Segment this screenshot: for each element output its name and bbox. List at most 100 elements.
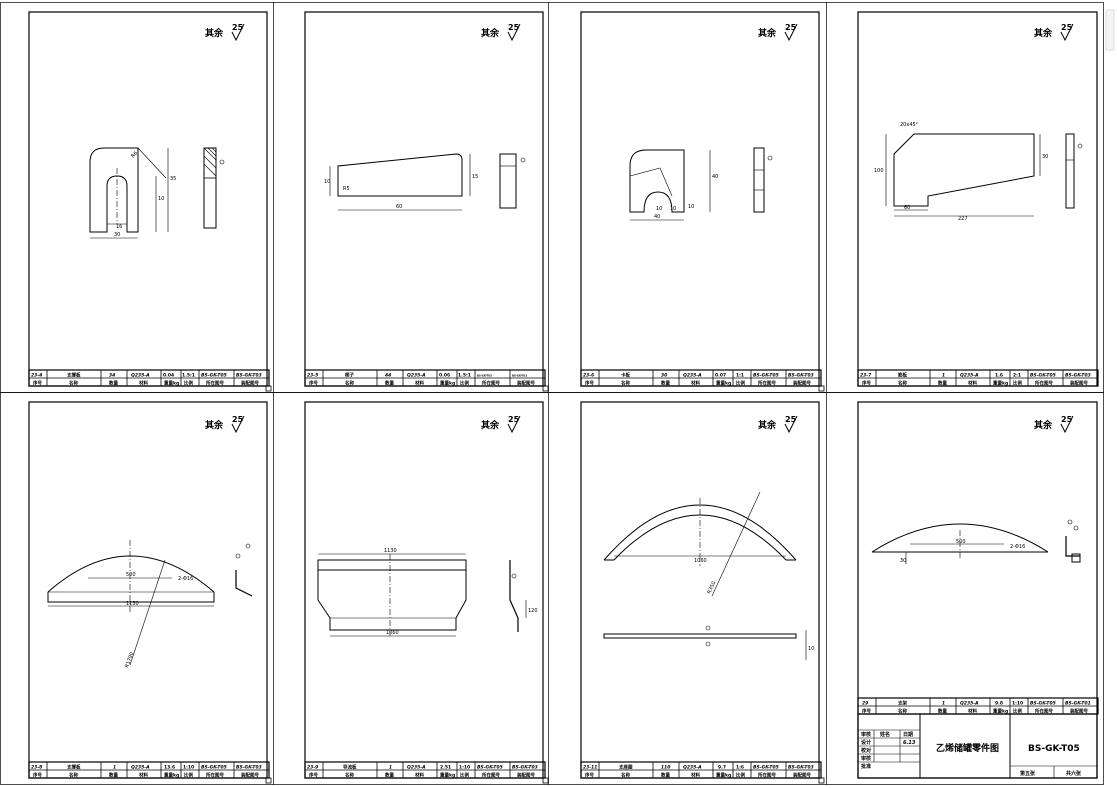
row-seq: 23-7	[860, 373, 872, 379]
header-seq: 序号	[32, 380, 42, 387]
row-assembly-no: BS-GK-T03	[788, 765, 814, 771]
drawing-title: 乙烯储罐零件图	[936, 742, 999, 754]
col-label-date: 日期	[903, 731, 913, 738]
row-qty: 1	[942, 373, 945, 379]
dim-text: 16	[116, 224, 122, 230]
roughness-label: 其余	[481, 419, 500, 431]
dim-text: 10	[324, 179, 330, 185]
header-drawing-no: 所在图号	[482, 772, 500, 779]
dim-text: 10	[656, 206, 662, 212]
roughness-label: 其余	[1034, 27, 1053, 39]
header-assembly-no: 装配图号	[793, 772, 811, 779]
row-weight: 9.7	[718, 765, 726, 771]
dim-text: 1060	[386, 630, 399, 636]
roughness-value: 25	[785, 23, 797, 32]
header-assembly-no: 装配图号	[241, 380, 259, 387]
row-material: Q235-A	[407, 373, 426, 379]
header-scale: 比例	[184, 380, 193, 387]
row-seq: 29	[862, 701, 868, 707]
sheet-29-drawing: 500 2-Φ16 30	[871, 519, 1081, 564]
header-seq: 序号	[584, 380, 594, 387]
row-seq: 23-6	[583, 373, 594, 379]
row-material: Q235-A	[960, 701, 979, 707]
header-name: 名称	[621, 380, 630, 387]
header-scale: 比例	[460, 380, 469, 387]
row-weight: 13.6	[164, 765, 175, 771]
dim-text: 10	[688, 204, 694, 210]
row-drawing-no: BS-GK-T05	[1030, 373, 1056, 379]
row-qty: 1	[942, 701, 945, 707]
row-weight: 1.6	[995, 373, 1003, 379]
dim-text: 120	[528, 608, 538, 614]
row-drawing-no: BS-GK-T05	[201, 765, 227, 771]
dim-text: 60	[396, 204, 402, 210]
design-label-designer: 设计	[861, 739, 871, 746]
row-scale: 1:1	[736, 373, 744, 379]
row-name: 支撑板	[67, 372, 81, 379]
row-name: 支座圈	[619, 764, 633, 771]
row-name: 导流板	[343, 764, 357, 771]
header-seq: 序号	[584, 772, 594, 779]
dim-text: 2-Φ16	[178, 576, 193, 582]
row-scale: 1.5:1	[458, 373, 471, 379]
dim-text: 60	[904, 205, 910, 211]
sheet-23-6-drawing: 40 40 10 10 10	[629, 147, 773, 221]
header-name: 名称	[898, 380, 907, 387]
header-scale: 比例	[1013, 708, 1022, 715]
header-name: 名称	[345, 772, 354, 779]
row-name: 筋板	[898, 372, 907, 379]
row-drawing-no: BS-GK-T05	[477, 374, 492, 378]
header-weight: 重量kg	[716, 380, 731, 387]
dim-text: 10	[670, 206, 676, 212]
dim-text: R5	[343, 186, 350, 192]
title-tables: 23-4 支撑板 34 Q235-A 0.04 1.5:1 BS-GK-T05 …	[28, 369, 1099, 779]
header-weight: 重量kg	[993, 708, 1008, 715]
row-name: 支架	[898, 700, 907, 707]
header-drawing-no: 所在图号	[1035, 380, 1053, 387]
header-seq: 序号	[308, 380, 318, 387]
row-material: Q235-A	[131, 373, 150, 379]
header-weight: 重量kg	[164, 380, 179, 387]
header-material: 材料	[415, 772, 424, 779]
header-material: 材料	[139, 772, 148, 779]
header-name: 名称	[69, 772, 78, 779]
row-scale: 2:1	[1013, 373, 1021, 379]
row-scale: 1:10	[459, 765, 470, 771]
row-assembly-no: BS-GK-T03	[1065, 373, 1091, 379]
design-label-checker: 校对	[861, 747, 871, 754]
header-drawing-no: 所在图号	[206, 772, 224, 779]
row-scale: 1:10	[1012, 701, 1023, 707]
header-drawing-no: 所在图号	[482, 380, 500, 387]
main-title-text: 审核 设计 校对 审核 批准 姓名 日期 6.13 乙烯储罐零件图 BS-GK-…	[861, 731, 1082, 777]
header-qty: 数量	[938, 708, 947, 715]
row-qty: 30	[661, 373, 667, 379]
header-weight: 重量kg	[716, 772, 731, 779]
roughness-value: 25	[785, 415, 797, 424]
header-seq: 序号	[861, 380, 871, 387]
dim-text: 500	[956, 539, 966, 545]
header-drawing-no: 所在图号	[758, 380, 776, 387]
header-assembly-no: 装配图号	[517, 380, 535, 387]
row-seq: 23-8	[31, 765, 42, 771]
header-assembly-no: 装配图号	[1070, 708, 1088, 715]
roughness-value: 25	[1061, 415, 1073, 424]
drawing-number: BS-GK-T05	[1028, 744, 1080, 754]
row-material: Q235-A	[683, 373, 702, 379]
row-weight: 2.51	[440, 765, 451, 771]
main-title-block	[857, 713, 1098, 779]
row-material: Q235-A	[131, 765, 150, 771]
header-name: 名称	[69, 380, 78, 387]
row-qty: 44	[385, 373, 391, 379]
header-weight: 重量kg	[440, 380, 455, 387]
row-assembly-no: BS-GK-T03	[788, 373, 814, 379]
row-drawing-no: BS-GK-T05	[1030, 701, 1056, 707]
design-label-approve: 批准	[861, 763, 871, 770]
dim-text: R350	[706, 580, 717, 594]
row-qty: 110	[661, 765, 670, 771]
sheet-23-5-drawing: 60 10 15 R5	[324, 153, 526, 211]
header-weight: 重量kg	[440, 772, 455, 779]
row-weight: 9.8	[995, 701, 1003, 707]
